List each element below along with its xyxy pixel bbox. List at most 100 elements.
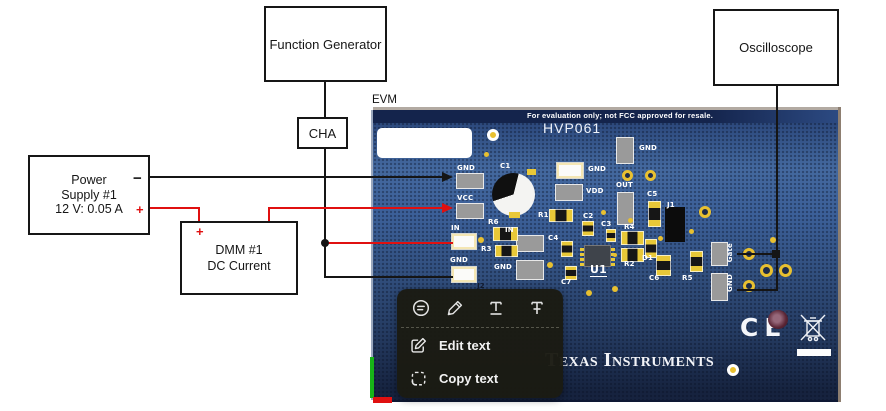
dmm-text: DMM #1 DC Current <box>207 242 270 275</box>
smd-component <box>690 251 703 272</box>
function-generator-box: Function Generator <box>264 6 387 82</box>
smd-component <box>582 221 594 236</box>
smd-component <box>648 201 661 227</box>
via <box>779 264 792 277</box>
cha-box: CHA <box>297 117 348 149</box>
board-pad <box>456 173 484 189</box>
board-edge-top <box>373 107 841 110</box>
evm-label: EVM <box>372 94 397 106</box>
dmm-plus: + <box>196 224 204 239</box>
board-pad <box>556 162 584 179</box>
ic-u1 <box>584 245 611 267</box>
silkscreen-label: R1 <box>538 211 549 219</box>
via <box>487 129 499 141</box>
silkscreen-label: GND <box>450 256 469 264</box>
power-supply-plus: + <box>136 202 144 217</box>
wire-segment <box>324 82 326 118</box>
capacitor-c1 <box>492 173 535 216</box>
wire-segment <box>268 209 270 221</box>
silkscreen-label: J2 <box>477 282 485 290</box>
annotation-toolbar <box>397 289 563 327</box>
silkscreen-label: OUT <box>616 181 634 189</box>
via <box>658 236 663 241</box>
menu-item-copy-text[interactable]: Copy text <box>397 362 563 395</box>
smd-component <box>493 227 518 241</box>
wire-segment <box>326 242 453 244</box>
silkscreen-label: GND <box>494 263 513 271</box>
oscilloscope-box: Oscilloscope <box>713 9 839 86</box>
via <box>586 290 592 296</box>
text-height-icon[interactable] <box>527 298 547 318</box>
via <box>699 206 711 218</box>
smd-component <box>495 245 518 257</box>
board-edge-left <box>371 110 373 400</box>
silkscreen-label: GND <box>457 164 476 172</box>
silkscreen-label: GND <box>588 165 607 173</box>
via <box>628 218 633 223</box>
silkscreen-label: R3 <box>481 245 492 253</box>
board-pad <box>711 273 728 301</box>
ic-pin <box>580 248 584 251</box>
silkscreen-label: J1 <box>667 201 675 209</box>
ic-pin <box>580 258 584 261</box>
silkscreen-label: U1 <box>590 263 607 277</box>
smd-component <box>656 255 671 276</box>
via <box>612 286 618 292</box>
silkscreen-label: D1 <box>642 254 654 262</box>
silkscreen-label: C4 <box>548 234 559 242</box>
wire-segment <box>150 207 200 209</box>
smd-component <box>565 266 577 280</box>
via <box>622 170 633 181</box>
silkscreen-label: R2 <box>624 260 635 268</box>
function-generator-label: Function Generator <box>269 36 382 52</box>
text-underline-icon[interactable] <box>486 298 506 318</box>
ti-logo: Texas Instruments <box>545 349 715 371</box>
board-pad <box>456 203 484 219</box>
via <box>727 364 739 376</box>
dmm-box: DMM #1 DC Current <box>180 221 298 295</box>
via <box>484 152 489 157</box>
wire-segment <box>198 207 200 221</box>
ic-pin <box>611 263 615 266</box>
smd-component <box>621 248 644 262</box>
wire-segment <box>150 176 443 178</box>
power-supply-line: 12 V: 0.05 A <box>55 202 123 217</box>
menu-item-edit-text[interactable]: Edit text <box>397 329 563 362</box>
board-pad <box>711 242 728 266</box>
board-pad <box>516 260 544 280</box>
weee-icon <box>797 309 829 345</box>
dmm-line: DMM #1 <box>215 242 263 257</box>
silkscreen-label: R5 <box>682 274 693 282</box>
vcc-arrowhead <box>442 203 453 213</box>
wire-segment <box>737 253 778 255</box>
edit-icon <box>409 336 428 355</box>
via <box>645 170 656 181</box>
via <box>689 229 694 234</box>
power-supply-line: Supply #1 <box>61 187 117 202</box>
smd-component <box>549 209 573 222</box>
board-edge-right <box>838 107 841 402</box>
board-pad <box>451 233 477 250</box>
menu-item-label: Copy text <box>439 371 499 386</box>
via <box>760 264 773 277</box>
comment-icon[interactable] <box>411 298 431 318</box>
power-supply-minus: − <box>133 170 142 187</box>
scope-junction-dot <box>772 250 780 258</box>
weee-bar <box>797 349 831 356</box>
pen-icon[interactable] <box>445 298 465 318</box>
ic-pin <box>611 248 615 251</box>
wire-segment <box>776 86 778 291</box>
menu-divider <box>401 327 559 328</box>
silkscreen-label: IN <box>505 226 514 234</box>
silkscreen-label: Gate <box>726 243 734 263</box>
cha-label: CHA <box>308 125 337 141</box>
board-pad <box>451 266 477 283</box>
via <box>770 237 776 243</box>
silkscreen-label: R6 <box>488 218 499 226</box>
board-pad <box>616 137 634 164</box>
board-pad <box>516 235 544 252</box>
dmm-line: DC Current <box>207 259 271 273</box>
board-edge-bottom <box>373 400 838 402</box>
